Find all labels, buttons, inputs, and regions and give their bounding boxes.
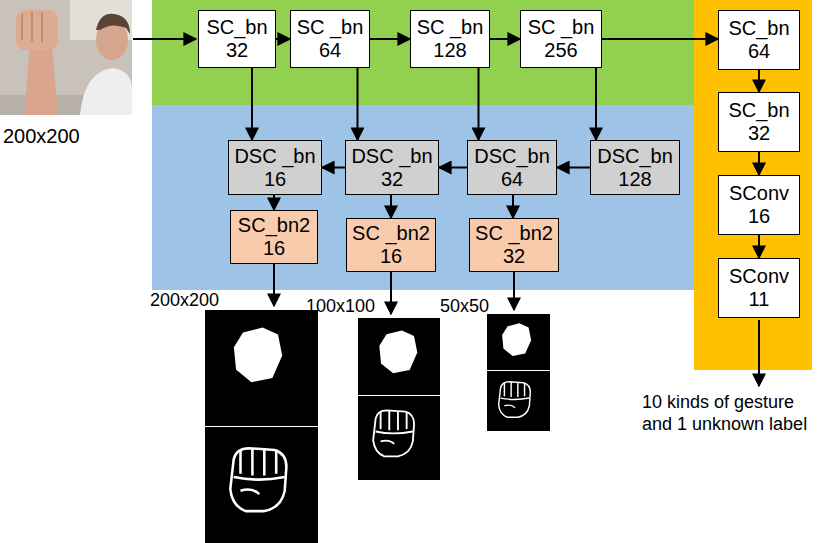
box-label: DSC_bn: [474, 145, 550, 168]
box-label: DSC _bn: [351, 145, 432, 168]
flow-arrow: [512, 195, 514, 218]
box-label: DSC _bn: [234, 145, 315, 168]
layer-box: DSC _bn32: [345, 140, 439, 195]
layer-box: SConv11: [718, 258, 800, 318]
layer-box: DSC_bn128: [590, 140, 680, 195]
box-label: 16: [264, 168, 286, 191]
box-label: 16: [380, 245, 402, 268]
box-label: 11: [749, 288, 770, 311]
flow-arrow: [439, 167, 467, 169]
flow-arrow: [370, 38, 410, 40]
layer-box: SC _bn216: [346, 218, 436, 272]
flow-arrow: [390, 195, 392, 218]
box-label: 32: [503, 245, 525, 268]
layer-box: SC _bn256: [520, 10, 602, 68]
layer-box: SC_bn64: [718, 10, 800, 70]
layer-box: DSC_bn64: [467, 140, 557, 195]
layer-box: SC_bn32: [198, 10, 276, 68]
layer-box: SC _bn64: [290, 10, 370, 68]
flow-arrow: [273, 195, 275, 210]
flow-arrow: [357, 68, 359, 140]
flow-arrow: [322, 167, 345, 169]
box-label: SC_bn2: [238, 214, 310, 237]
flow-arrow: [758, 235, 760, 258]
box-label: 64: [319, 39, 341, 62]
box-label: 64: [501, 168, 523, 191]
flow-arrow: [557, 167, 590, 169]
size-label: 100x100: [306, 296, 375, 318]
box-label: DSC_bn: [597, 145, 673, 168]
box-label: SC_bn: [728, 17, 789, 40]
box-label: 16: [748, 205, 770, 228]
flow-arrow: [478, 68, 480, 140]
box-label: 32: [748, 122, 770, 145]
box-label: SC _bn: [528, 16, 595, 39]
box-label: SC _bn2: [352, 222, 430, 245]
layer-box: SC _bn128: [410, 10, 490, 68]
layer-box: DSC _bn16: [228, 140, 322, 195]
box-label: SC_bn: [728, 99, 789, 122]
size-label: 200x200: [3, 124, 80, 148]
size-label: 50x50: [440, 296, 489, 318]
box-label: 32: [226, 39, 248, 62]
size-label: 10 kinds of gesture and 1 unknown label: [642, 392, 820, 435]
box-label: SConv: [729, 182, 789, 205]
box-label: 256: [544, 39, 577, 62]
flow-arrow: [276, 38, 290, 40]
flow-arrow: [490, 38, 520, 40]
box-label: SC _bn: [297, 16, 364, 39]
box-label: SC_bn: [206, 16, 267, 39]
flow-arrow: [758, 152, 760, 175]
layer-box: SC _bn232: [469, 218, 559, 272]
size-label: 200x200: [150, 290, 219, 312]
flow-arrow: [602, 38, 718, 40]
layer-box: SC_bn216: [230, 210, 318, 264]
box-label: 128: [433, 39, 466, 62]
box-label: 64: [748, 40, 770, 63]
layer-box: SC_bn32: [718, 92, 800, 152]
box-label: SC _bn: [417, 16, 484, 39]
flow-arrow: [758, 70, 760, 92]
box-label: SC _bn2: [475, 222, 553, 245]
layer-box: SConv16: [718, 175, 800, 235]
box-label: SConv: [729, 265, 789, 288]
box-label: 32: [381, 168, 403, 191]
box-label: 128: [618, 168, 651, 191]
box-label: 16: [263, 237, 285, 260]
flow-arrow: [251, 68, 253, 140]
flow-arrow: [595, 68, 597, 140]
